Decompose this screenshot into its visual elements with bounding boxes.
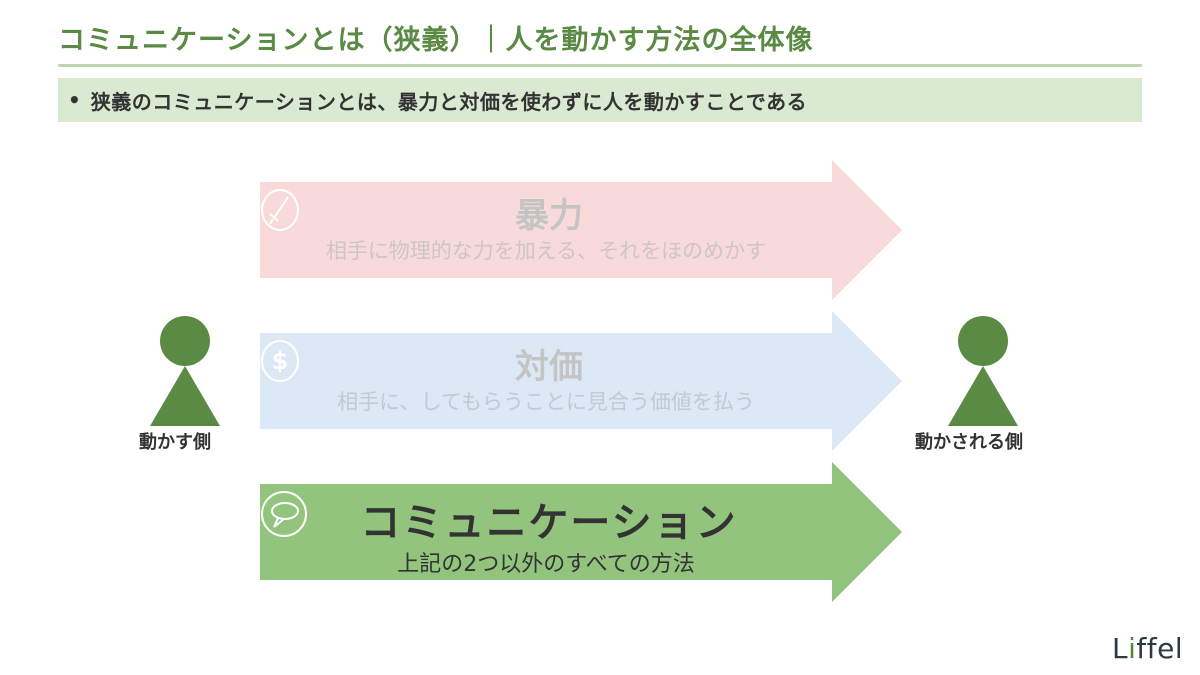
method-title: 対価: [515, 347, 583, 387]
bullet-icon: •: [68, 88, 81, 112]
person-icon: [160, 316, 210, 366]
title-divider: [58, 64, 1142, 67]
person-body-shape: [948, 366, 1018, 426]
arrow-shape: [260, 160, 902, 300]
summary-box: • 狭義のコミュニケーションとは、暴力と対価を使わずに人を動かすことである: [58, 78, 1142, 122]
logo-text: L: [1112, 632, 1129, 665]
actor-mover-label: 動かす側: [139, 432, 211, 453]
page-title: コミュニケーションとは（狭義）｜人を動かす方法の全体像: [58, 25, 814, 56]
logo-text: ffel: [1136, 632, 1184, 665]
method-arrow-communication: コミュニケーション 上記の2つ以外のすべての方法: [260, 462, 902, 602]
method-title: コミュニケーション: [360, 500, 738, 546]
svg-text:$: $: [272, 347, 289, 375]
method-subtitle: 相手に物理的な力を加える、それをほのめかす: [325, 239, 767, 263]
arrow-shape: [260, 311, 902, 451]
method-subtitle: 上記の2つ以外のすべての方法: [397, 552, 695, 577]
arrow-shape: [260, 462, 902, 602]
method-arrow-compensation: $ 対価 相手に、してもらうことに見合う価値を払う: [260, 311, 902, 451]
actor-moved-label: 動かされる側: [915, 432, 1023, 453]
summary-text: 狭義のコミュニケーションとは、暴力と対価を使わずに人を動かすことである: [90, 89, 808, 114]
method-arrow-violence: 暴力 相手に物理的な力を加える、それをほのめかす: [260, 160, 902, 300]
person-body-shape: [150, 366, 220, 426]
person-icon: [958, 316, 1008, 366]
method-title: 暴力: [515, 196, 583, 236]
method-subtitle: 相手に、してもらうことに見合う価値を払う: [337, 390, 755, 414]
brand-logo: Liffel: [1112, 632, 1183, 665]
logo-leaf-icon: i: [1128, 632, 1137, 665]
